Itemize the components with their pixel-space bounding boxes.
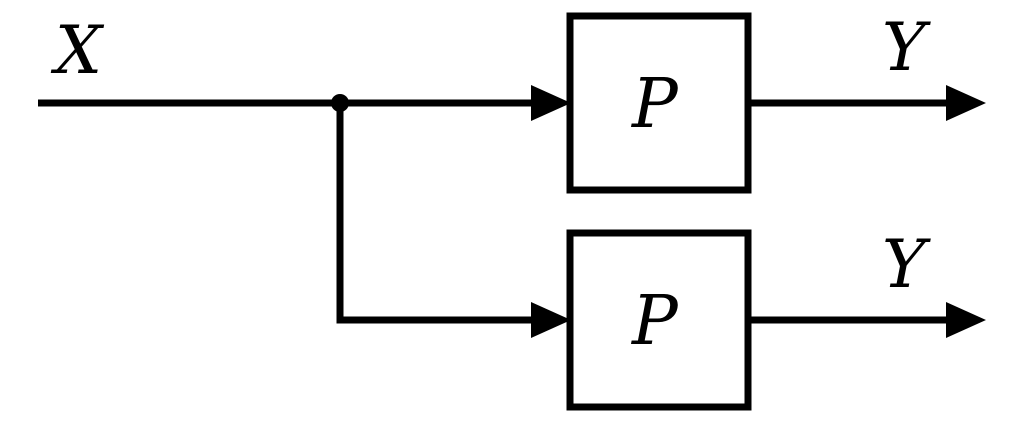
output-label-bottom: Y bbox=[882, 226, 931, 303]
branch-wire bbox=[336, 103, 535, 324]
output-arrowhead-bottom bbox=[946, 302, 986, 338]
process-box-bottom-label: P bbox=[630, 282, 679, 361]
process-box-top-label: P bbox=[630, 65, 679, 144]
input-arrowhead-top bbox=[531, 85, 571, 121]
input-label: X bbox=[50, 12, 105, 89]
process-box-bottom bbox=[566, 229, 752, 411]
input-arrowhead-bottom bbox=[531, 302, 571, 338]
output-arrowhead-top bbox=[946, 85, 986, 121]
output-label-top: Y bbox=[882, 9, 931, 86]
